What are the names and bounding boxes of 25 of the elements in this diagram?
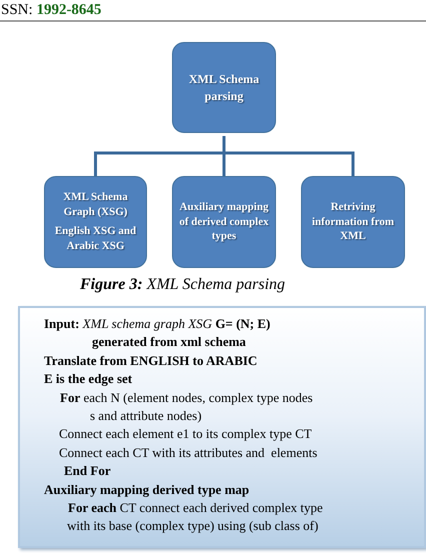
box-label: XML Schema Graph (XSG) [62, 190, 129, 220]
algorithm-box [18, 306, 426, 548]
box-label: Retriving information from XML [311, 200, 395, 244]
algorithm-line: End For [64, 463, 111, 480]
algorithm-line: Auxiliary mapping derived type map [44, 482, 250, 498]
algorithm-line: Connect each CT with its attributes and elements [59, 444, 318, 461]
algorithm-line: Connect each element e1 to its complex type CT [59, 426, 312, 442]
process-box [172, 42, 276, 133]
box-label: Auxiliary mapping of derived complex types [178, 200, 270, 244]
algorithm-line: Translate from ENGLISH to ARABIC [44, 352, 258, 369]
process-box [301, 176, 405, 268]
algorithm-line: s and attribute nodes) [90, 408, 202, 424]
algorithm-line: Input: XML schema graph XSG G= (N; E) [44, 316, 270, 332]
figure-caption: Figure 3: XML Schema parsing [80, 276, 286, 294]
algorithm-line: with its base (complex type) using (sub class of) [67, 518, 318, 534]
algorithm-line: E is the edge set [44, 371, 132, 388]
box-label: XML Schema parsing [188, 71, 260, 104]
issn-number: SSN: 1992-8645 [1, 2, 102, 19]
algorithm-line: For each CT connect each derived complex type [68, 500, 323, 516]
tree-connector [222, 136, 354, 176]
algorithm-line: For each N (element nodes, complex type nodes [60, 390, 313, 406]
process-box [172, 176, 276, 268]
process-box [44, 176, 147, 268]
box-label: English XSG and Arabic XSG [54, 224, 138, 254]
algorithm-line: generated from xml schema [92, 334, 246, 350]
